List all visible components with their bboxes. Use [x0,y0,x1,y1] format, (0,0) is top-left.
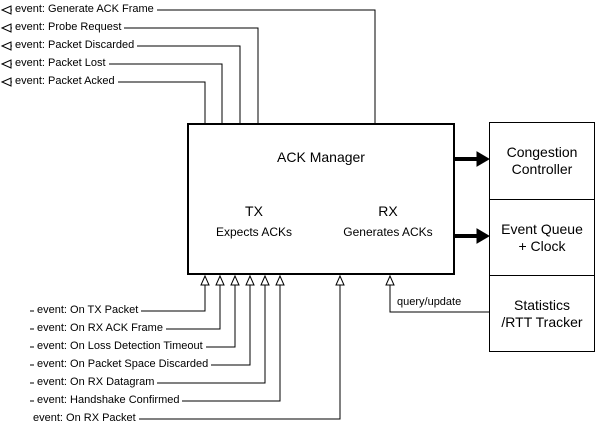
event-out-label: event: Packet Acked [12,75,118,88]
arrowhead-right-icon [476,228,490,244]
tx-section-subtitle: Expects ACKs [215,225,293,239]
module-stack: Congestion Controller Event Queue + Cloc… [489,122,595,352]
congestion-controller-label-line1: Congestion [506,144,578,160]
arrowhead-up-icon [385,274,395,286]
statistics-rtt-tracker-box: Statistics /RTT Tracker [490,275,594,351]
arrowhead-up-icon [245,274,255,286]
event-in-label: event: Handshake Confirmed [34,394,183,407]
statistics-label-line2: /RTT Tracker [501,313,583,330]
arrowhead-up-icon [275,274,285,286]
arrowhead-up-icon [200,274,210,286]
rx-section-subtitle: Generates ACKs [343,225,433,239]
event-in-label: event: On RX Packet [30,412,139,425]
event-in-label: event: On RX ACK Frame [34,322,166,335]
tx-section-label: TX [245,203,263,219]
event-out-label: event: Probe Request [12,21,125,34]
congestion-controller-box: Congestion Controller [490,123,594,199]
event-in-label: event: On Packet Space Discarded [34,358,212,371]
statistics-label-line1: Statistics [513,296,570,313]
arrowhead-up-icon [335,274,345,286]
query-update-label: query/update [394,296,465,309]
ack-manager-title: ACK Manager [277,149,365,165]
ack-manager-box: ACK Manager TX Expects ACKs RX Generates… [187,123,455,275]
arrowhead-up-icon [215,274,225,286]
arrowhead-left-icon [0,59,12,69]
event-in-label: event: On TX Packet [34,304,142,317]
congestion-controller-label-line2: Controller [511,161,573,177]
arrowhead-left-icon [0,23,12,33]
arrowhead-left-icon [0,77,12,87]
arrowhead-left-icon [0,41,12,51]
query-update-wire [385,274,489,313]
arrowhead-up-icon [230,274,240,286]
event-out-label: event: Packet Discarded [12,39,138,52]
arrowhead-up-icon [260,274,270,286]
event-in-label: event: On RX Datagram [34,376,158,389]
event-out-label: event: Packet Lost [12,57,109,70]
event-queue-clock-box: Event Queue + Clock [490,199,594,275]
event-in-label: event: On Loss Detection Timeout [34,340,206,353]
event-queue-label-line2: + Clock [518,237,566,254]
rx-section-label: RX [378,203,398,219]
arrowhead-left-icon [0,5,12,15]
arrowhead-right-icon [476,151,490,167]
event-out-label: event: Generate ACK Frame [12,3,157,16]
module-arrows [455,151,490,244]
event-queue-label-line1: Event Queue [501,220,583,237]
